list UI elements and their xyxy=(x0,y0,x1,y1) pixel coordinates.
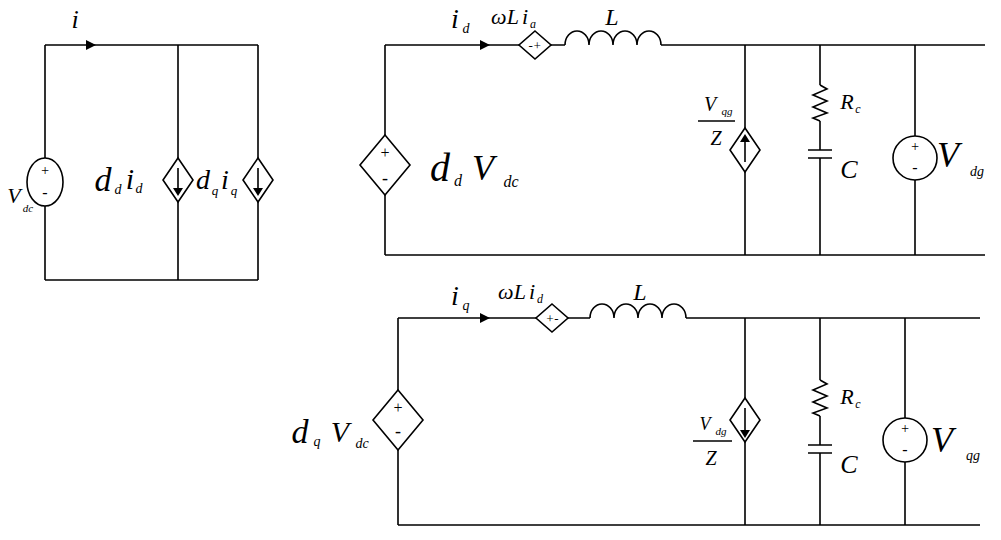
circuit-label: d xyxy=(537,293,543,305)
circuit-label: V xyxy=(7,185,20,207)
circuit-label: C xyxy=(840,452,857,478)
circuit-label: R xyxy=(840,91,853,113)
circuit-label: dc xyxy=(503,174,518,190)
voltage-source xyxy=(893,136,937,180)
circuit-label: + xyxy=(40,164,49,178)
circuit-label: C xyxy=(840,157,857,183)
circuit-label: d xyxy=(292,415,309,449)
resistor xyxy=(813,85,827,121)
circuit-label: + xyxy=(900,422,909,436)
circuit-label: dc xyxy=(23,203,33,214)
dependent-voltage-source xyxy=(373,390,423,450)
circuit-label: + xyxy=(393,400,404,416)
wire xyxy=(398,318,980,525)
circuit-label: i xyxy=(522,6,528,28)
circuit-label: - xyxy=(395,422,401,440)
circuit-label: + xyxy=(910,140,919,154)
circuit-label: dg xyxy=(970,165,984,179)
fraction-bar xyxy=(698,120,735,122)
capacitor xyxy=(808,150,832,158)
circuit-label: d xyxy=(136,182,143,196)
circuit-label: d xyxy=(463,22,470,36)
circuit-label: +- xyxy=(545,312,558,325)
circuit-label: d xyxy=(196,166,210,194)
circuit-label: - xyxy=(912,160,917,176)
circuit-label: R xyxy=(840,386,853,408)
series-dependent-source xyxy=(519,31,551,59)
circuit-label: Z xyxy=(710,128,721,148)
circuit-label: c xyxy=(855,103,860,115)
circuit-label: Z xyxy=(705,448,716,468)
resistor xyxy=(813,380,827,416)
circuit-label: V xyxy=(931,422,953,458)
voltage-source xyxy=(27,158,63,206)
circuit-label: q xyxy=(314,435,321,449)
circuit-label: - xyxy=(42,185,47,201)
circuit-label: -+ xyxy=(528,39,541,52)
circuit-label: i xyxy=(221,166,229,194)
circuit-label: d xyxy=(95,163,112,197)
dependent-voltage-source xyxy=(360,135,410,195)
circuit-label: qg xyxy=(722,106,733,117)
circuit-label: - xyxy=(902,442,907,458)
circuit-label: qg xyxy=(966,449,980,463)
circuit-label: i xyxy=(71,7,78,33)
inductor xyxy=(565,31,661,45)
inductor xyxy=(590,304,686,318)
circuit-label: d xyxy=(115,183,122,197)
circuit-label: L xyxy=(633,280,646,304)
circuit-label: i xyxy=(529,281,535,303)
circuit-label: q xyxy=(212,184,219,197)
circuit-label: V xyxy=(937,137,959,173)
wire xyxy=(45,45,258,280)
circuit-label: d xyxy=(454,173,462,189)
arrowhead xyxy=(173,134,750,438)
circuit-label: V xyxy=(472,150,494,186)
arrowhead xyxy=(86,40,490,323)
voltage-source xyxy=(883,418,927,462)
capacitor xyxy=(808,445,832,453)
circuit-label: i xyxy=(451,282,459,310)
circuit-label: a xyxy=(530,18,536,30)
circuit-label: q xyxy=(463,299,470,313)
series-dependent-source xyxy=(536,304,568,332)
circuit-label: ωL xyxy=(491,6,519,28)
circuit-label: i xyxy=(126,164,134,194)
current-source-diamond xyxy=(163,158,273,202)
circuit-label: V xyxy=(700,415,711,433)
circuit-label: ωL xyxy=(498,281,526,303)
circuit-label: dc xyxy=(355,437,368,451)
circuit-label: i xyxy=(451,5,459,33)
circuit-label: V xyxy=(704,94,716,114)
circuit-label: V xyxy=(331,417,349,447)
circuit-label: - xyxy=(382,169,388,187)
circuit-label: q xyxy=(231,184,238,197)
circuit-label: L xyxy=(605,5,618,29)
circuit-label: dg xyxy=(716,426,727,437)
current-arrow xyxy=(744,408,746,432)
circuit-label: d xyxy=(430,148,450,188)
circuit-label: + xyxy=(380,145,391,161)
fraction-bar xyxy=(693,440,732,442)
wire xyxy=(385,45,985,255)
circuit-label: c xyxy=(855,398,860,410)
